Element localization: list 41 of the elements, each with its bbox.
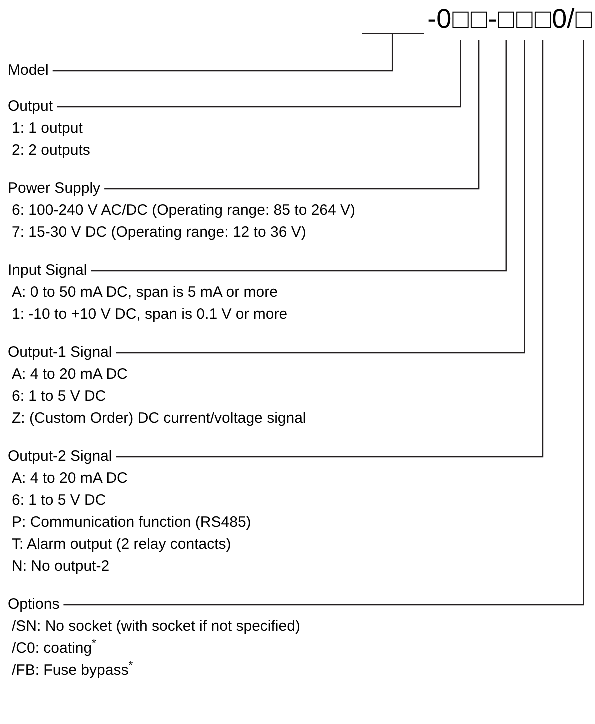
code-slot: □ bbox=[470, 2, 488, 36]
code-option-text: Z: (Custom Order) DC current/voltage signal bbox=[11, 409, 306, 429]
code-slot: □ bbox=[452, 2, 470, 36]
code-slot: □ bbox=[516, 2, 534, 36]
model-underline bbox=[362, 33, 424, 34]
model-code-text: -0 bbox=[428, 3, 452, 36]
code-option-text: 6: 1 to 5 V DC bbox=[11, 491, 106, 511]
code-option-text: A: 4 to 20 mA DC bbox=[11, 469, 128, 489]
section-heading: Input Signal bbox=[8, 260, 88, 282]
section-heading: Model bbox=[8, 60, 49, 82]
code-option-text: N: No output-2 bbox=[11, 557, 110, 577]
code-slot: □ bbox=[497, 2, 516, 36]
code-option-text: P: Communication function (RS485) bbox=[11, 513, 252, 533]
code-slot: □ bbox=[574, 2, 593, 36]
code-option-text: 6: 1 to 5 V DC bbox=[11, 387, 106, 407]
code-option-text: 2: 2 outputs bbox=[11, 141, 90, 161]
code-option-text: 7: 15-30 V DC (Operating range: 12 to 36 V) bbox=[11, 223, 306, 243]
section-heading: Output bbox=[8, 96, 54, 118]
code-option-text: /C0: coating$^{*}$ bbox=[11, 638, 96, 659]
code-option-text: A: 4 to 20 mA DC bbox=[11, 365, 128, 385]
section-heading: Output-2 Signal bbox=[8, 446, 112, 468]
leader-line bbox=[104, 40, 480, 190]
leader-line bbox=[116, 40, 544, 458]
code-option-text: /FB: Fuse bypass$^{*}$ bbox=[11, 660, 134, 681]
code-slot: □ bbox=[534, 2, 552, 36]
model-code-text: - bbox=[488, 3, 498, 36]
section-heading: Output-1 Signal bbox=[8, 342, 112, 364]
section-heading: Power Supply bbox=[8, 178, 101, 200]
code-option-text: 1: 1 output bbox=[11, 119, 83, 139]
leader-line bbox=[64, 40, 584, 606]
leader-line bbox=[91, 40, 507, 272]
code-option-text: 6: 100-240 V AC/DC (Operating range: 85 to 264 V) bbox=[11, 201, 356, 221]
leader-line bbox=[52, 34, 394, 72]
code-option-text: T: Alarm output (2 relay contacts) bbox=[11, 535, 232, 555]
code-option-text: 1: -10 to +10 V DC, span is 0.1 V or more bbox=[11, 305, 288, 325]
leader-line bbox=[57, 40, 462, 108]
code-option-text: A: 0 to 50 mA DC, span is 5 mA or more bbox=[11, 283, 278, 303]
code-option-text: /SN: No socket (with socket if not specified) bbox=[11, 617, 300, 637]
leader-line bbox=[116, 40, 526, 354]
model-code-text: 0/ bbox=[552, 3, 575, 36]
section-heading: Options bbox=[8, 594, 60, 616]
